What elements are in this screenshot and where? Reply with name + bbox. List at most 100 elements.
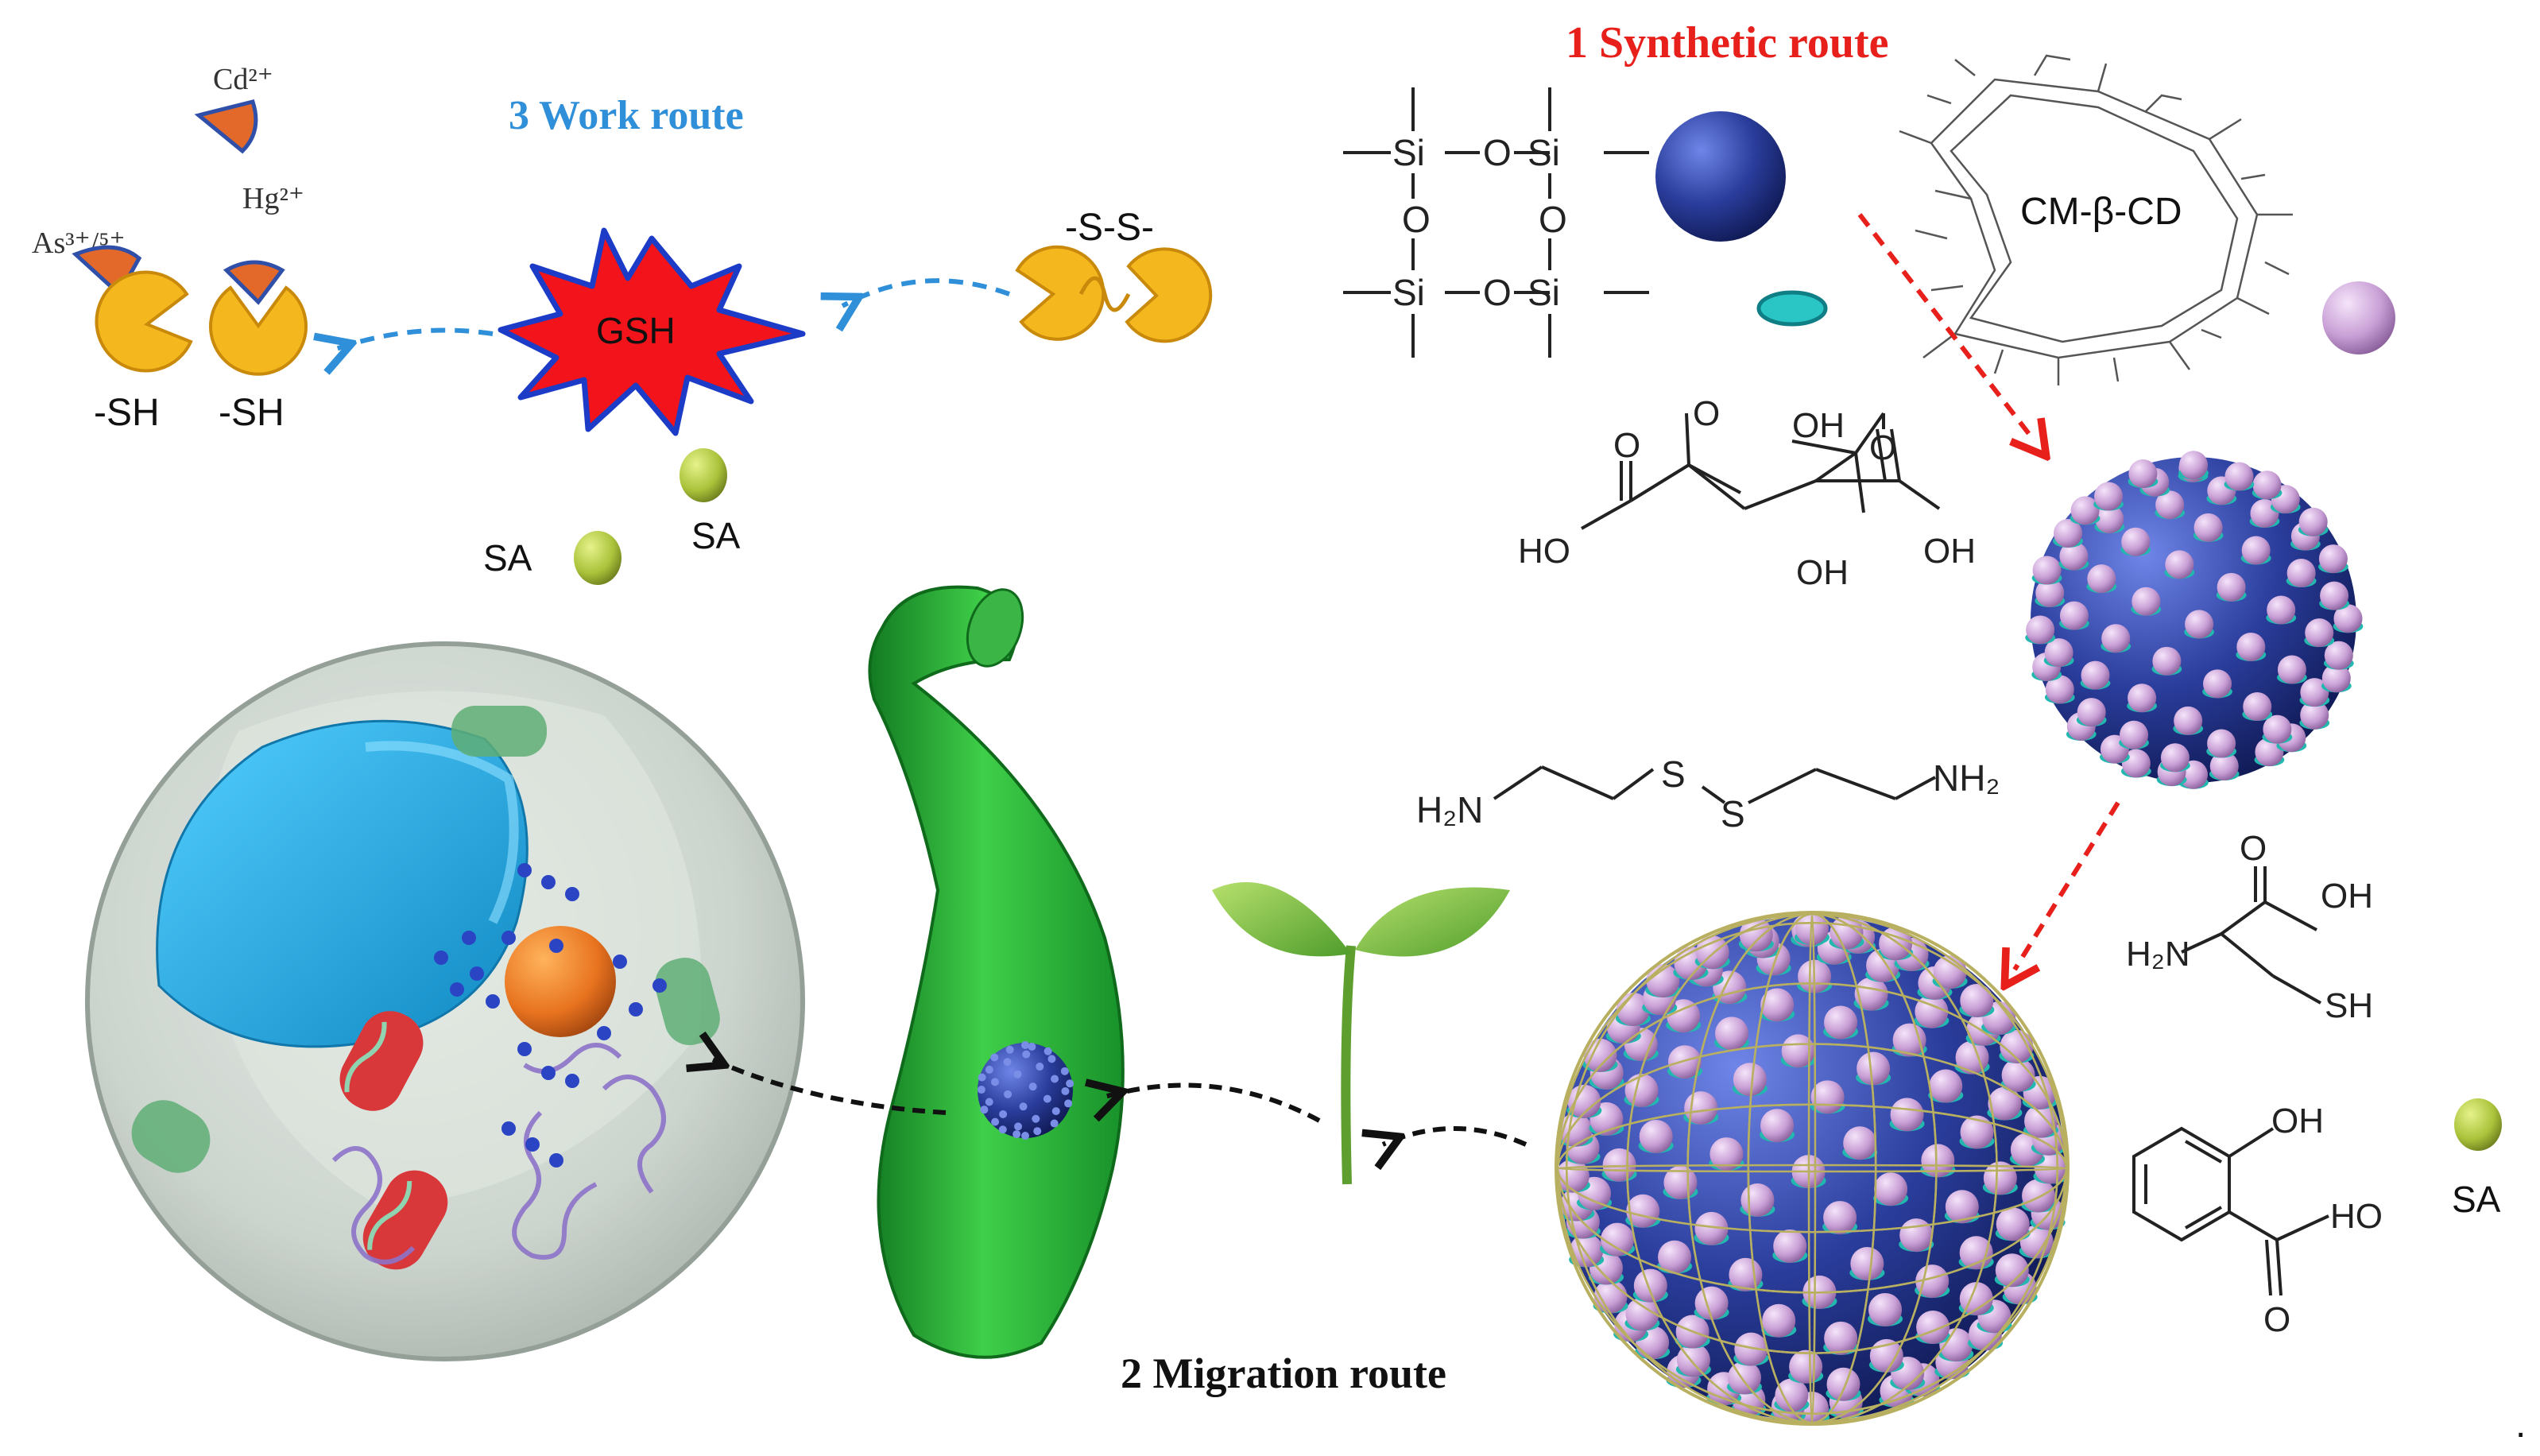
nanoparticle-dot: [541, 1066, 556, 1080]
cd-stud: [2121, 527, 2151, 556]
cd-stud: [2267, 595, 2296, 625]
citric-ho-left: HO: [1518, 532, 1570, 571]
salicylic-oh: OH: [2271, 1102, 2324, 1140]
cd-stud: [1781, 1034, 1815, 1068]
cd-stud: [2241, 536, 2271, 565]
cd-stud: [1004, 1090, 1013, 1098]
cd-stud: [1874, 1172, 1908, 1206]
cd-stud: [1857, 1051, 1891, 1086]
disulfide-linked-pair: [1015, 245, 1213, 343]
nanoparticle-dot: [517, 863, 532, 877]
cd-stud: [2174, 706, 2203, 735]
cystamine-h2n: H₂N: [1416, 789, 1483, 831]
nanoparticle-dot: [501, 931, 516, 945]
hg-ion: [223, 260, 285, 305]
cd-stud: [1960, 983, 1994, 1017]
cd-stud: [1625, 1297, 1659, 1331]
nanoparticle-dot: [486, 994, 500, 1009]
cd-stud: [1916, 1311, 1950, 1345]
chromatin-strands: [331, 1043, 666, 1264]
chloroplast-right: [655, 958, 720, 1045]
cd-stud: [1995, 1253, 2029, 1288]
cd-stud: [2243, 691, 2272, 721]
o-atom-right: O: [1539, 199, 1567, 240]
cd-stud: [985, 1065, 993, 1074]
cd-ion-label: Cd²⁺: [213, 63, 273, 96]
cd-stud: [2286, 559, 2316, 588]
sa-label-2: SA: [483, 537, 532, 579]
cd-stud: [2207, 729, 2236, 758]
cd-stud: [1019, 1102, 1028, 1111]
cd-stud: [1036, 1063, 1044, 1071]
cd-stud: [991, 1117, 1000, 1126]
cd-stud: [1021, 1132, 1029, 1140]
cd-stud: [2120, 720, 2149, 749]
si-atom-br: Si: [1527, 272, 1560, 313]
arrow-caged-to-seedling: [1383, 1126, 1527, 1144]
cd-stud: [1760, 988, 1795, 1022]
citric-oh-right: OH: [1923, 532, 1976, 571]
nanoparticle-dot: [462, 931, 476, 945]
cd-stud: [2209, 752, 2239, 781]
citric-oh-mid: OH: [1796, 553, 1849, 592]
cd-ion: [194, 99, 258, 154]
cd-stud: [2101, 624, 2131, 653]
sa-label-3: SA: [2452, 1179, 2501, 1220]
cd-stud: [2000, 1029, 2034, 1063]
nanoparticle-dot: [450, 982, 464, 997]
cd-stud: [1929, 1069, 1963, 1103]
cd-stud: [1996, 1207, 2030, 1241]
arrow-disulfide-to-gsh: [842, 278, 1011, 306]
cd-stud: [2001, 1058, 2035, 1092]
cd-stud: [1032, 1114, 1040, 1123]
cd-stud: [2318, 544, 2348, 574]
cd-stud: [2320, 581, 2349, 610]
cd-stud: [1988, 1086, 2022, 1121]
arrow-seedling-to-vessel: [1105, 1085, 1321, 1123]
cystamine-structure: [1493, 765, 1936, 804]
cd-stud: [1734, 1332, 1768, 1366]
arrow-gsh-to-thiol: [334, 327, 494, 350]
arrow-synthesis-step1: [1857, 213, 2035, 441]
cd-stud: [1601, 1222, 1635, 1257]
cd-stud: [1945, 1190, 1979, 1224]
cd-stud: [2193, 513, 2223, 542]
cd-stud: [2305, 618, 2334, 648]
xylem-vessel: [868, 585, 1125, 1359]
nanoparticle-dots: [434, 863, 667, 1168]
cd-stud: [1709, 1137, 1744, 1171]
cd-stud: [1899, 1218, 1934, 1253]
cage-parallel: [1556, 921, 2068, 1415]
cd-stud: [1633, 1268, 1667, 1303]
cd-stud: [2032, 556, 2062, 585]
migration-route-title: 2 Migration route: [1121, 1350, 1446, 1397]
cd-stud: [1824, 1005, 1858, 1040]
cd-stud: [1826, 1367, 1860, 1401]
arrow-synthesis-step2: [2015, 801, 2120, 970]
cd-stud: [1060, 1067, 1069, 1075]
cd-stud: [1715, 1016, 1749, 1051]
cd-stud: [990, 1078, 999, 1086]
salicylic-o: O: [2263, 1300, 2290, 1339]
cd-stud: [1028, 1042, 1036, 1051]
arrow-vessel-to-cell: [707, 1057, 947, 1115]
cystamine-s2: S: [1721, 793, 1745, 834]
cd-stud: [2152, 646, 2182, 676]
cd-stud: [2059, 541, 2089, 571]
cd-stud: [1760, 1109, 1795, 1143]
cysteine-sh: SH: [2325, 986, 2373, 1025]
cd-stud: [2300, 700, 2329, 730]
cd-stud: [990, 1053, 999, 1062]
nanoparticle-dot: [652, 978, 667, 993]
cd-stud: [1694, 1286, 1729, 1320]
cd-stud: [1061, 1086, 1070, 1095]
cd-stud: [2298, 507, 2328, 536]
cd-stud: [999, 1109, 1008, 1118]
synthetic-route-title: 1 Synthetic route: [1566, 18, 1889, 68]
cd-stud: [2045, 675, 2074, 704]
cd-stud: [1667, 1045, 1702, 1079]
cd-stud: [2333, 604, 2363, 633]
cd-stud: [998, 1125, 1007, 1134]
thiol-label-left: -SH: [94, 392, 160, 434]
cd-stud: [1639, 1119, 1673, 1153]
